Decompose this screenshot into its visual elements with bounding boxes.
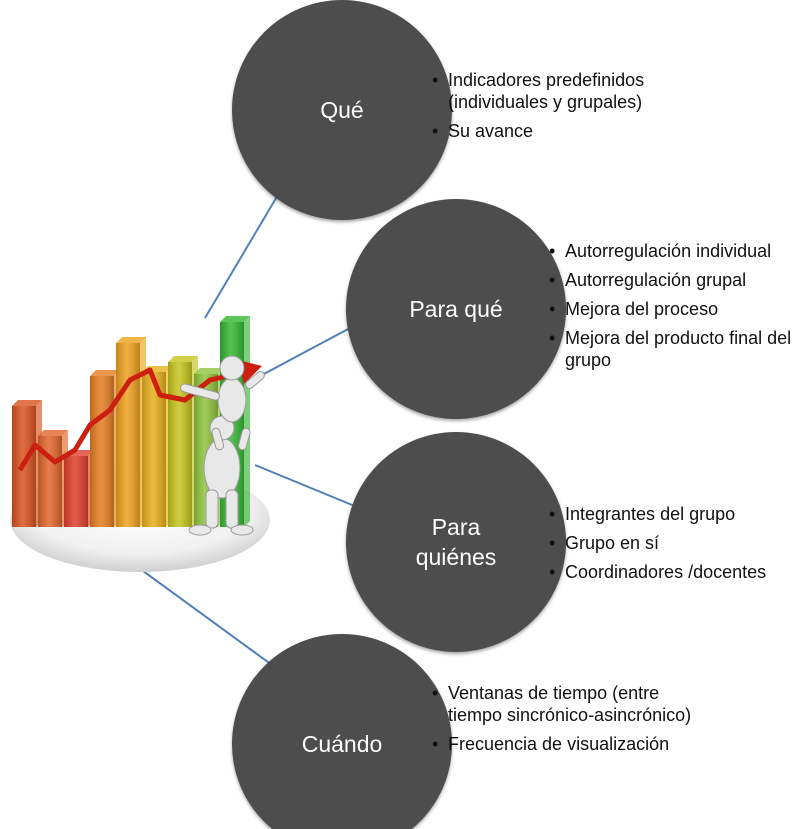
chart-bar-top [168,356,198,362]
list-item: Mejora del proceso [549,298,809,320]
bar-chart-people-icon [10,316,270,572]
node-label-que: Qué [320,97,364,123]
node-label-para-quienes: Para quiénes [415,514,497,570]
list-item: Autorregulación individual [549,240,809,262]
node-label-para-que: Para qué [409,296,503,322]
list-item: Ventanas de tiempo (entre tiempo sincrón… [432,682,712,726]
list-item: Grupo en sí [549,532,809,554]
people-figures [180,355,265,536]
chart-bar-top [116,337,146,343]
connector-para-quienes [254,464,358,508]
node-para-quienes: Para quiénes [346,432,566,652]
list-item: Autorregulación grupal [549,269,809,291]
list-item: Integrantes del grupo [549,503,809,525]
node-para-que: Para qué [346,199,566,419]
chart-bar-shade [116,343,140,527]
connector-para-que [261,327,351,376]
chart-bar-top [12,400,42,406]
chart-bars [12,316,250,527]
chart-bar-top [194,368,224,374]
bullet-list-para-quienes: Integrantes del grupo Grupo en sí Coordi… [549,503,809,590]
chart-bar-top [220,316,250,322]
list-item: Frecuencia de visualización [432,733,712,755]
bullet-list-que: Indicadores predefinidos (individuales y… [432,69,692,149]
node-cuando: Cuándo [232,634,452,829]
node-que: Qué [232,0,452,220]
node-label-cuando: Cuándo [301,731,383,757]
list-item: Indicadores predefinidos (individuales y… [432,69,692,113]
list-item: Su avance [432,120,692,142]
chart-bar-shade [64,456,88,527]
list-item: Mejora del producto final del grupo [549,327,809,371]
chart-bar-top [38,430,68,436]
chart-bar-top [90,370,120,376]
chart-bar-shade [90,376,114,527]
connector-que [204,177,289,319]
list-item: Coordinadores /docentes [549,561,809,583]
bullet-list-cuando: Ventanas de tiempo (entre tiempo sincrón… [432,682,712,762]
trend-arrow-line [17,367,246,472]
chart-bar-side [244,316,250,527]
bullet-list-para-que: Autorregulación individual Autorregulaci… [549,240,809,378]
